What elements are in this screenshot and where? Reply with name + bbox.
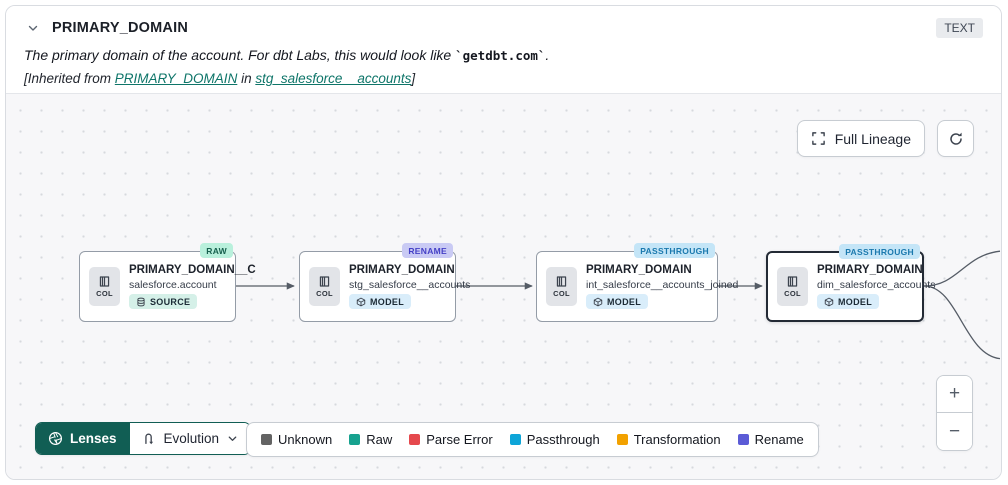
full-lineage-label: Full Lineage [834,130,911,147]
legend-item: Passthrough [509,432,600,447]
legend-swatch [616,434,628,445]
full-lineage-button[interactable]: Full Lineage [796,120,925,157]
expand-icon [811,132,825,145]
legend-swatch [349,434,361,445]
lineage-node-source[interactable]: RAW COL PRIMARY_DOMAIN__C salesforce.acc… [79,243,256,322]
resource-type-badge: MODEL [817,294,879,309]
evolution-legend: Unknown Raw Parse Error Passthrough Tran… [246,422,819,457]
model-cube-icon [593,297,603,306]
column-chip: COL [777,267,808,306]
legend-swatch [409,434,421,445]
zoom-controls: + − [936,375,973,451]
node-model-name: stg_salesforce__accounts [349,279,471,291]
legend-swatch [737,434,749,445]
lenses-button[interactable]: Lenses [36,423,129,454]
legend-swatch [261,434,272,445]
zoom-out-button[interactable]: − [937,413,972,450]
zoom-in-button[interactable]: + [937,376,972,413]
node-column-name: PRIMARY_DOMAIN [817,264,923,276]
lens-aperture-icon [48,431,63,446]
column-icon [556,276,567,287]
legend-item: Rename [737,432,804,447]
refresh-icon [949,132,962,145]
chevron-down-icon [228,436,237,441]
model-cube-icon [356,297,366,306]
legend-item: Raw [349,432,392,447]
column-icon [99,276,110,287]
column-title: PRIMARY_DOMAIN [52,20,188,36]
node-column-name: PRIMARY_DOMAIN [586,264,692,276]
legend-item: Unknown [261,432,332,447]
node-model-name: int_salesforce__accounts_joined [586,279,739,291]
column-chip: COL [89,267,120,306]
evolution-badge: RENAME [402,243,453,258]
legend-item: Transformation [616,432,721,447]
lenses-label: Lenses [70,431,117,446]
node-model-name: dim_salesforce_accounts [817,279,936,291]
evolution-badge: PASSTHROUGH [634,243,715,258]
legend-swatch [509,434,521,445]
node-model-name: salesforce.account [129,279,217,291]
evolution-badge: PASSTHROUGH [839,244,920,259]
data-type-badge: TEXT [936,18,983,38]
inherited-from-note: [Inherited from PRIMARY_DOMAIN in stg_sa… [24,71,416,86]
column-chip: COL [309,267,340,306]
lineage-node-staging[interactable]: RENAME COL PRIMARY_DOMAIN stg_salesforce… [299,243,471,322]
lineage-canvas[interactable]: Full Lineage RAW COL PRIMARY_DOMAIN__C s… [6,93,1001,479]
node-column-name: PRIMARY_DOMAIN [349,264,455,276]
lineage-edges [236,250,1001,360]
column-description: The primary domain of the account. For d… [24,47,550,63]
column-chip: COL [546,267,577,306]
database-icon [137,297,145,306]
inherited-column-link[interactable]: PRIMARY_DOMAIN [114,71,238,86]
inherited-model-link[interactable]: stg_salesforce__accounts [255,71,412,86]
resource-type-badge: SOURCE [129,294,198,309]
lineage-node-intermediate[interactable]: PASSTHROUGH COL PRIMARY_DOMAIN int_sales… [536,243,739,322]
evolution-badge: RAW [200,243,233,258]
lens-selector-dropdown[interactable]: Evolution [128,423,251,454]
node-column-name: PRIMARY_DOMAIN__C [129,264,256,276]
collapse-chevron-icon[interactable] [24,19,42,37]
model-cube-icon [824,297,834,306]
column-icon [787,276,798,287]
column-header: PRIMARY_DOMAIN TEXT The primary domain o… [6,6,1001,96]
refresh-button[interactable] [937,120,974,157]
inline-code: `getdbt.com` [455,48,546,63]
resource-type-badge: MODEL [349,294,411,309]
column-lineage-panel: PRIMARY_DOMAIN TEXT The primary domain o… [5,5,1002,480]
resource-type-badge: MODEL [586,294,648,309]
column-icon [319,276,330,287]
lens-selected-label: Evolution [163,431,220,446]
lineage-node-dim-selected[interactable]: PASSTHROUGH COL PRIMARY_DOMAIN dim_sales… [766,244,936,322]
evolution-icon [144,433,153,444]
legend-item: Parse Error [409,432,493,447]
